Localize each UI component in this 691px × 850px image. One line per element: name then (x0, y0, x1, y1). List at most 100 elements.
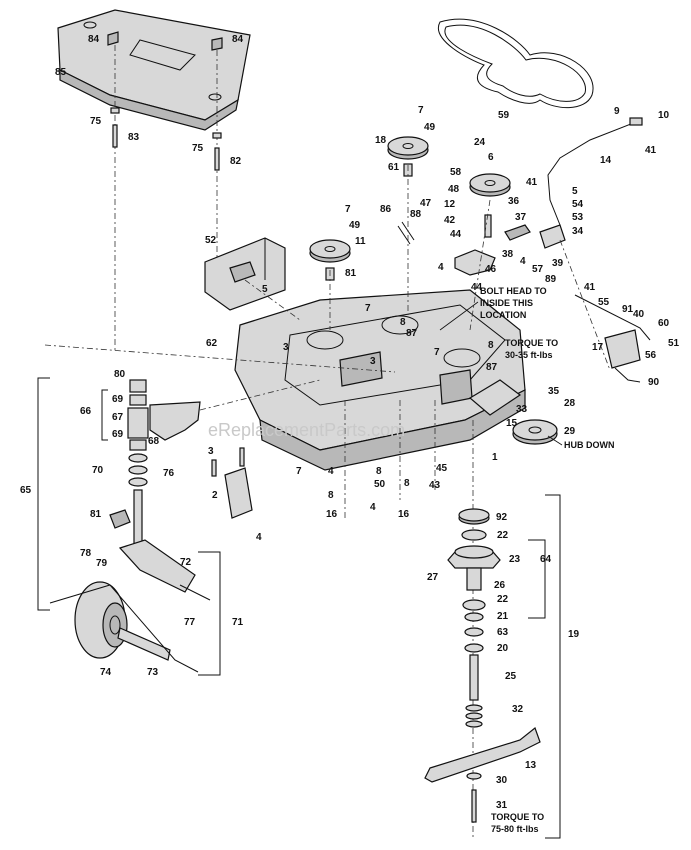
callout-label: 67 (112, 412, 124, 423)
callout-label: 4 (256, 532, 262, 543)
callout-labels: 84 84 85 75 83 75 82 59 9 10 41 14 7 49 … (20, 34, 680, 811)
callout-label: 48 (448, 184, 460, 195)
callout-label: 85 (55, 67, 67, 78)
pulley-58 (469, 173, 511, 197)
callout-label: 9 (614, 106, 620, 117)
pulley-29 (512, 419, 558, 445)
drive-belt (437, 18, 594, 109)
callout-label: 8 (328, 490, 334, 501)
callout-label: 8 (488, 340, 494, 351)
callout-label: 91 (622, 304, 634, 315)
callout-label: 37 (515, 212, 527, 223)
lift-linkage (574, 294, 651, 383)
callout-label: 87 (406, 328, 418, 339)
callout-label: 19 (568, 629, 580, 640)
callout-label: 63 (497, 627, 509, 638)
callout-label: 26 (494, 580, 506, 591)
callout-label: 39 (552, 258, 564, 269)
callout-label: 57 (532, 264, 544, 275)
callout-label: 44 (471, 282, 483, 293)
callout-label: 11 (355, 236, 366, 247)
callout-label: 8 (404, 478, 410, 489)
callout-label: 38 (502, 249, 514, 260)
callout-label: 61 (388, 162, 400, 173)
callout-label: 3 (208, 446, 214, 457)
callout-label: 2 (212, 490, 218, 501)
callout-label: 77 (184, 617, 196, 628)
callout-label: 18 (375, 135, 387, 146)
callout-label: 36 (508, 196, 520, 207)
callout-label: 54 (572, 199, 584, 210)
deck-cover (57, 9, 251, 131)
callout-label: 5 (262, 284, 268, 295)
callout-label: 28 (564, 398, 576, 409)
callout-label: 60 (658, 318, 670, 329)
callout-label: 24 (474, 137, 486, 148)
callout-label: 90 (648, 377, 660, 388)
callout-label: 22 (497, 530, 509, 541)
note-bolt-head-line-3: LOCATION (480, 310, 526, 320)
callout-label: 7 (296, 466, 302, 477)
note-torque-1-line-1: TORQUE TO (505, 338, 558, 348)
callout-label: 43 (429, 480, 441, 491)
callout-label: 92 (496, 512, 508, 523)
callout-label: 27 (427, 572, 439, 583)
callout-label: 71 (232, 617, 244, 628)
callout-label: 66 (80, 406, 92, 417)
callout-label: 7 (365, 303, 371, 314)
callout-label: 32 (512, 704, 524, 715)
callout-label: 46 (485, 264, 497, 275)
callout-label: 35 (548, 386, 560, 397)
callout-label: 21 (497, 611, 509, 622)
callout-label: 4 (520, 256, 526, 267)
callout-label: 20 (497, 643, 509, 654)
callout-label: 12 (444, 199, 456, 210)
cover-fasteners-right (212, 132, 222, 171)
callout-label: 4 (370, 502, 376, 513)
callout-label: 75 (192, 143, 204, 154)
callout-label: 23 (509, 554, 521, 565)
note-hub-down: HUB DOWN (564, 440, 615, 450)
callout-label: 4 (438, 262, 444, 273)
callout-label: 6 (488, 152, 494, 163)
callout-label: 70 (92, 465, 104, 476)
callout-label: 55 (598, 297, 610, 308)
callout-label: 7 (345, 204, 351, 215)
callout-label: 5 (572, 186, 578, 197)
callout-label: 41 (645, 145, 657, 156)
pulley-18 (387, 136, 429, 177)
callout-label: 84 (88, 34, 100, 45)
callout-label: 29 (564, 426, 576, 437)
caster-wheel (74, 581, 171, 661)
callout-label: 53 (572, 212, 584, 223)
callout-label: 47 (420, 198, 432, 209)
note-bolt-head-line-1: BOLT HEAD TO (480, 286, 547, 296)
callout-label: 49 (424, 122, 436, 133)
callout-label: 25 (505, 671, 517, 682)
callout-label: 69 (112, 429, 124, 440)
callout-label: 7 (418, 105, 424, 116)
callout-label: 84 (232, 34, 244, 45)
callout-label: 74 (100, 667, 112, 678)
callout-label: 73 (147, 667, 159, 678)
callout-label: 50 (374, 479, 386, 490)
note-torque-2-line-2: 75-80 ft-lbs (491, 824, 539, 834)
callout-label: 14 (600, 155, 612, 166)
mower-deck (234, 289, 526, 471)
callout-label: 8 (400, 317, 406, 328)
callout-label: 4 (328, 466, 334, 477)
callout-label: 17 (592, 342, 604, 353)
callout-label: 75 (90, 116, 102, 127)
callout-label: 22 (497, 594, 509, 605)
note-bolt-head-line-2: INSIDE THIS (480, 298, 533, 308)
watermark: eReplacementParts.com (208, 420, 405, 440)
callout-label: 83 (128, 132, 140, 143)
callout-label: 30 (496, 775, 508, 786)
callout-label: 86 (380, 204, 392, 215)
callout-label: 13 (525, 760, 537, 771)
callout-label: 45 (436, 463, 448, 474)
callout-label: 56 (645, 350, 657, 361)
callout-label: 72 (180, 557, 192, 568)
callout-label: 79 (96, 558, 108, 569)
callout-label: 69 (112, 394, 124, 405)
